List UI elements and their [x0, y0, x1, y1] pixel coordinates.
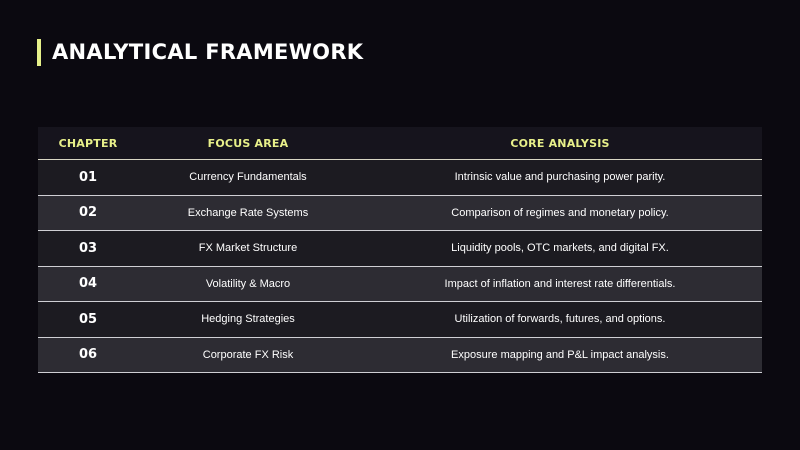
table-row: 03 FX Market Structure Liquidity pools, … [38, 231, 762, 267]
header-chapter: CHAPTER [58, 136, 118, 150]
focus-area-cell: Exchange Rate Systems [187, 206, 309, 219]
core-analysis-cell: Liquidity pools, OTC markets, and digita… [451, 242, 669, 255]
focus-area-cell: FX Market Structure [198, 242, 298, 255]
focus-area-cell: Currency Fundamentals [189, 171, 307, 184]
focus-area-cell: Volatility & Macro [205, 277, 291, 290]
core-analysis-cell: Comparison of regimes and monetary polic… [451, 206, 669, 219]
table-row: 02 Exchange Rate Systems Comparison of r… [38, 195, 762, 231]
core-analysis-cell: Intrinsic value and purchasing power par… [454, 171, 666, 184]
chapter-number: 05 [78, 311, 98, 327]
focus-area-cell: Hedging Strategies [201, 313, 295, 326]
slide-title: ANALYTICAL FRAMEWORK [52, 40, 364, 64]
framework-table: CHAPTER FOCUS AREA CORE ANALYSIS 01 Curr… [38, 127, 762, 373]
header-focus-area: FOCUS AREA [207, 136, 289, 150]
chapter-number: 06 [78, 347, 98, 363]
chapter-number: 01 [78, 169, 98, 185]
header-core-analysis: CORE ANALYSIS [510, 136, 610, 150]
core-analysis-cell: Exposure mapping and P&L impact analysis… [451, 348, 669, 361]
table-row: 01 Currency Fundamentals Intrinsic value… [38, 160, 762, 196]
core-analysis-cell: Utilization of forwards, futures, and op… [454, 313, 666, 326]
focus-area-cell: Corporate FX Risk [202, 348, 294, 361]
chapter-number: 03 [78, 240, 98, 256]
title-block: ANALYTICAL FRAMEWORK [37, 38, 363, 66]
core-analysis-cell: Impact of inflation and interest rate di… [444, 277, 676, 290]
table-row: 04 Volatility & Macro Impact of inflatio… [38, 266, 762, 302]
chapter-number: 02 [78, 205, 98, 221]
table-row: 05 Hedging Strategies Utilization of for… [38, 302, 762, 338]
chapter-number: 04 [78, 276, 98, 292]
title-accent-bar [37, 38, 41, 66]
table-row: 06 Corporate FX Risk Exposure mapping an… [38, 337, 762, 373]
table-header-row: CHAPTER FOCUS AREA CORE ANALYSIS [38, 127, 762, 160]
